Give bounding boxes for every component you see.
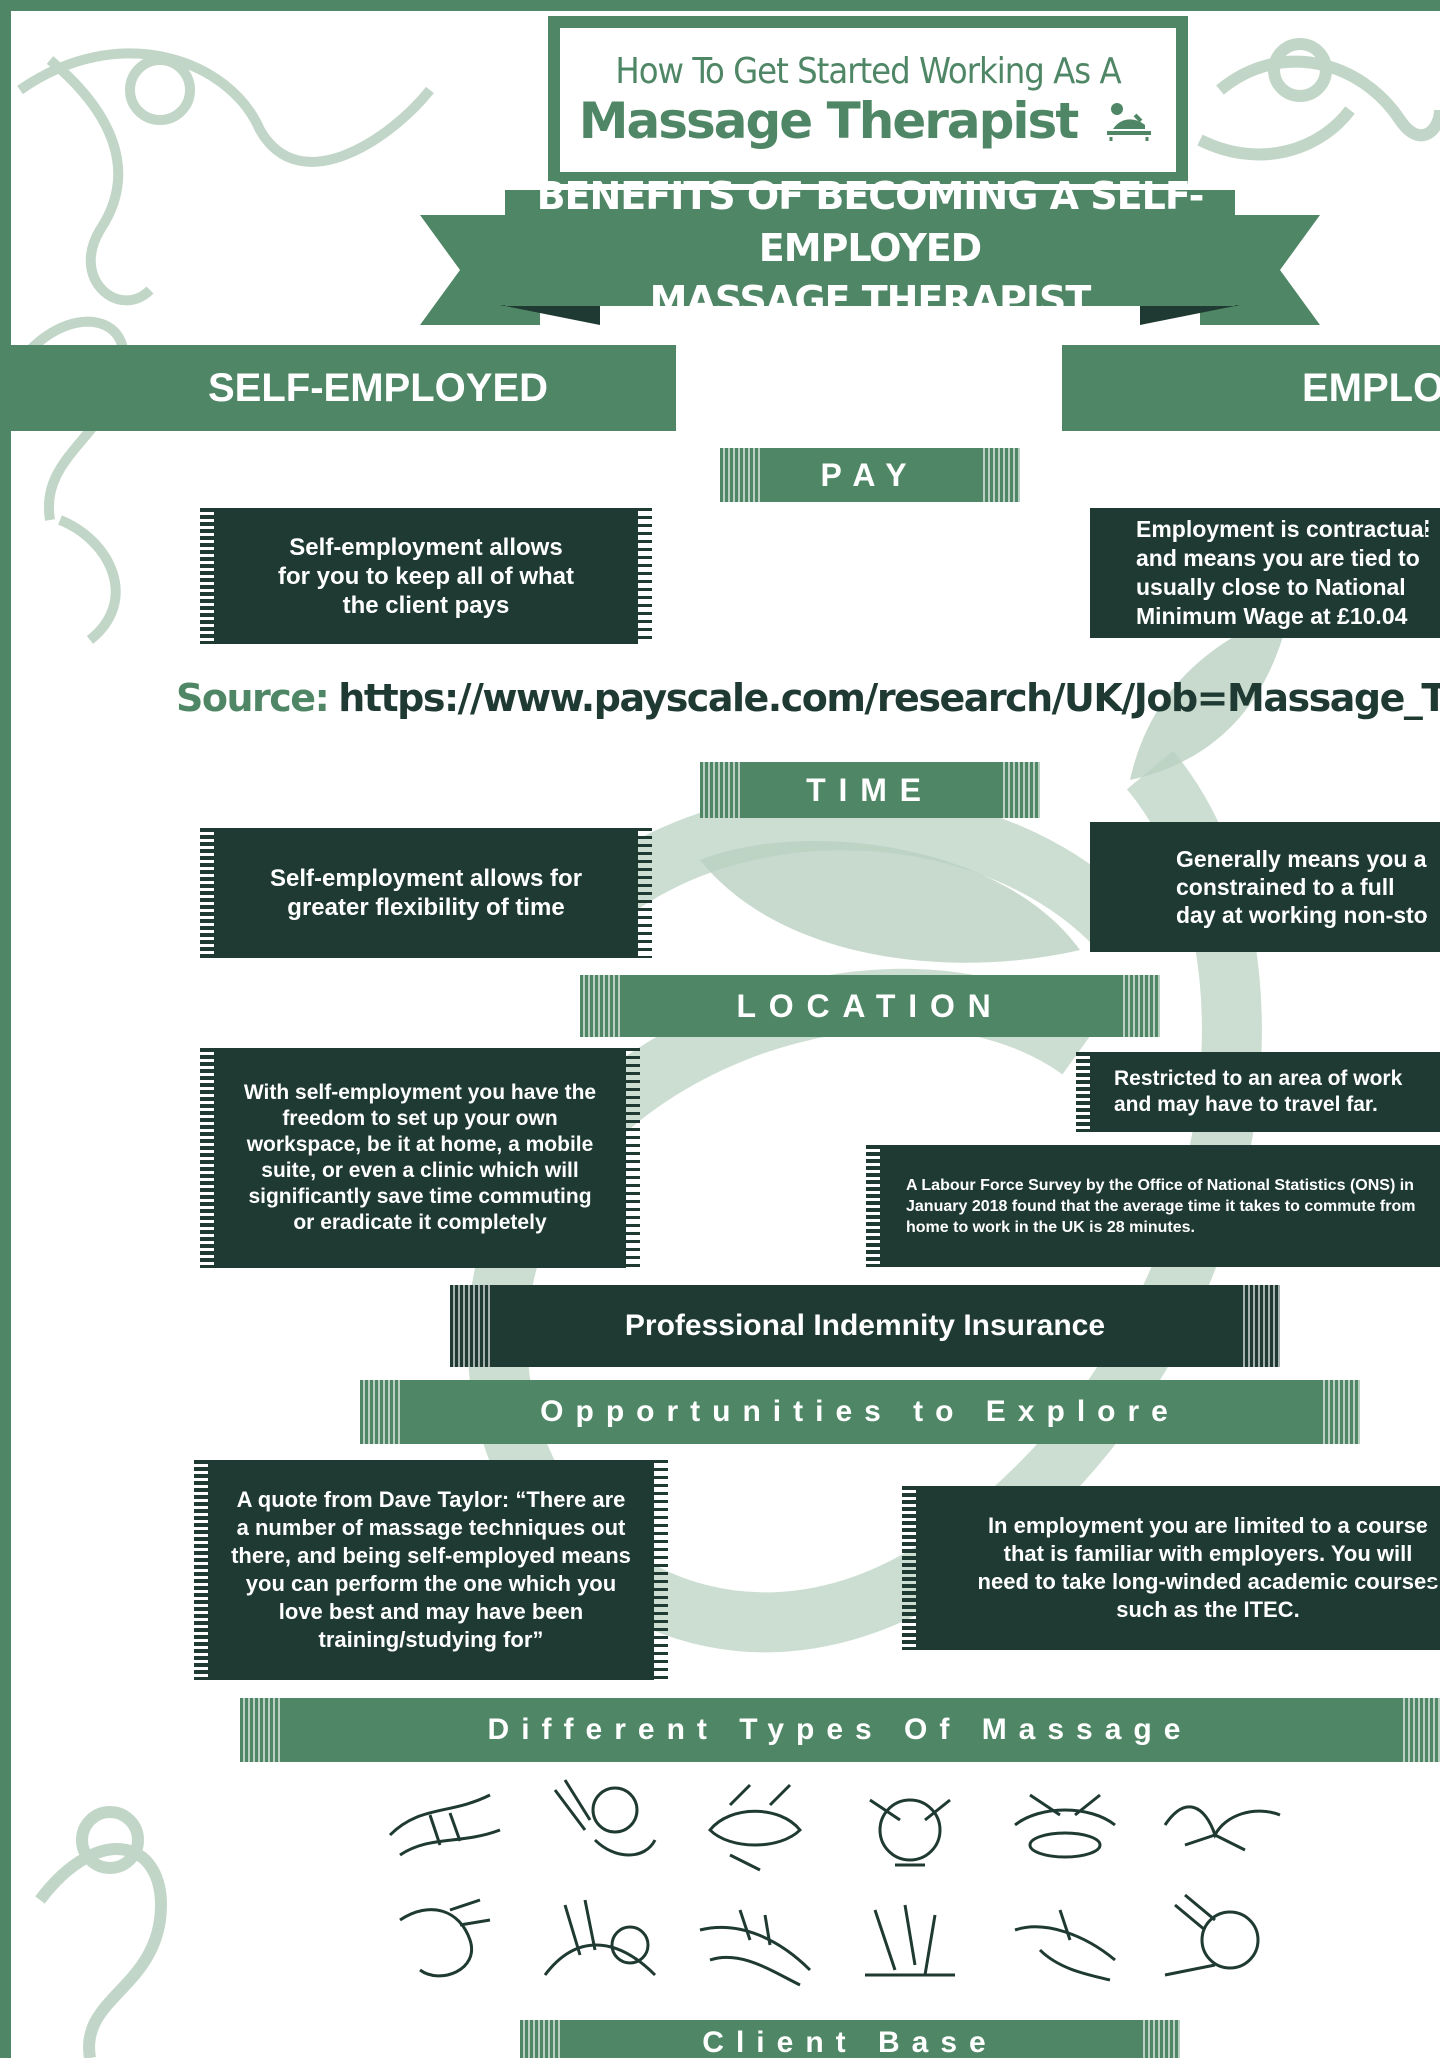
head-massage-icon (869, 1798, 951, 1867)
hot-stone-massage-icon (1014, 1793, 1116, 1859)
opportunities-label: Opportunities to Explore (360, 1380, 1360, 1444)
title-box: How To Get Started Working As A Massage … (548, 16, 1188, 184)
source-line: Source: https://www.payscale.com/researc… (176, 670, 1440, 726)
pay-self-employed-text: Self-employment allows for you to keep a… (200, 508, 652, 644)
massage-icons-grid (380, 1775, 1360, 2005)
benefits-banner: BENEFITS OF BECOMING A SELF-EMPLOYED MAS… (505, 174, 1235, 322)
opportunities-self-employed-text: A quote from Dave Taylor: “There are a n… (194, 1460, 668, 1680)
hand-massage-icon (388, 1793, 501, 1857)
massage-table-icon (1107, 102, 1152, 141)
location-label: LOCATION (580, 975, 1160, 1037)
location-employed-text: Restricted to an area of work and may ha… (1076, 1052, 1440, 1132)
ribbon-banner (420, 190, 1320, 325)
page-title: Massage Therapist (578, 91, 1079, 150)
employed-header: EMPLO (1062, 345, 1440, 431)
source-url[interactable]: https://www.payscale.com/research/UK/Job… (338, 676, 1440, 720)
time-label: TIME (700, 762, 1040, 818)
neck-massage-icon (1164, 1893, 1260, 1977)
client-base-label: Client Base (520, 2020, 1180, 2058)
title-line-1: How To Get Started Working As A (615, 50, 1121, 92)
shoulder-massage-icon (553, 1779, 657, 1857)
title-line-2: Massage Therapist (579, 92, 1157, 150)
time-self-employed-text: Self-employment allows for greater flexi… (200, 828, 652, 958)
location-self-employed-text: With self-employment you have the freedo… (200, 1048, 640, 1268)
source-label: Source: (176, 676, 330, 720)
insurance-label: Professional Indemnity Insurance (450, 1285, 1280, 1367)
hands-massage-icon (1163, 1805, 1281, 1852)
self-employed-header: SELF-EMPLOYED (0, 345, 676, 431)
foot-massage-icon (399, 1898, 491, 1978)
face-massage-icon (707, 1783, 803, 1872)
arm-massage-icon (699, 1909, 812, 1987)
top-border (0, 0, 1440, 11)
back-massage-icon (543, 1899, 657, 1977)
massage-types-label: Different Types Of Massage (240, 1698, 1440, 1762)
opportunities-employed-text: In employment you are limited to a cours… (902, 1486, 1440, 1650)
palm-massage-icon (1014, 1909, 1116, 1982)
time-employed-text: Generally means you a constrained to a f… (1090, 822, 1440, 952)
banner-line-1: BENEFITS OF BECOMING A SELF-EMPLOYED (536, 174, 1205, 270)
pay-label: PAY (720, 448, 1020, 502)
commute-note: A Labour Force Survey by the Office of N… (866, 1145, 1440, 1267)
banner-line-2: MASSAGE THERAPIST (649, 278, 1092, 322)
finger-pressure-icon (865, 1904, 955, 1977)
left-border (0, 0, 11, 2058)
pay-employed-text: Employment is contractual and means you … (1090, 508, 1440, 638)
